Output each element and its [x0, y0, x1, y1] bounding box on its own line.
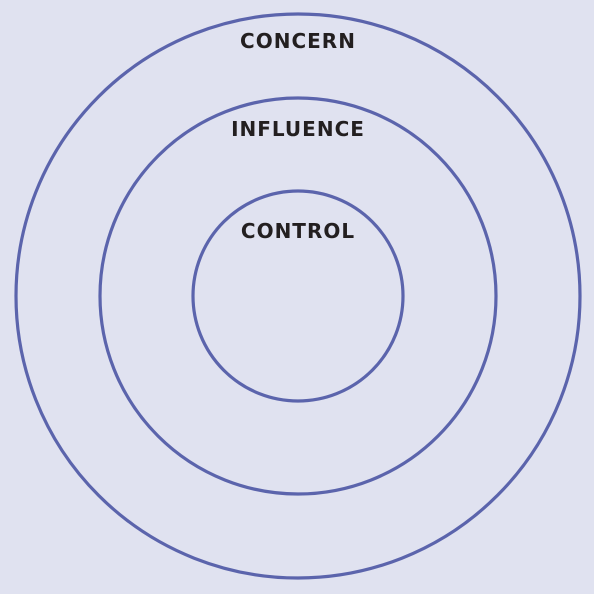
circle-control — [191, 189, 405, 403]
label-control: CONTROL — [241, 219, 355, 243]
label-influence: INFLUENCE — [231, 117, 365, 141]
circle-concern — [14, 12, 582, 580]
label-concern: CONCERN — [240, 29, 356, 53]
circle-influence — [98, 96, 498, 496]
